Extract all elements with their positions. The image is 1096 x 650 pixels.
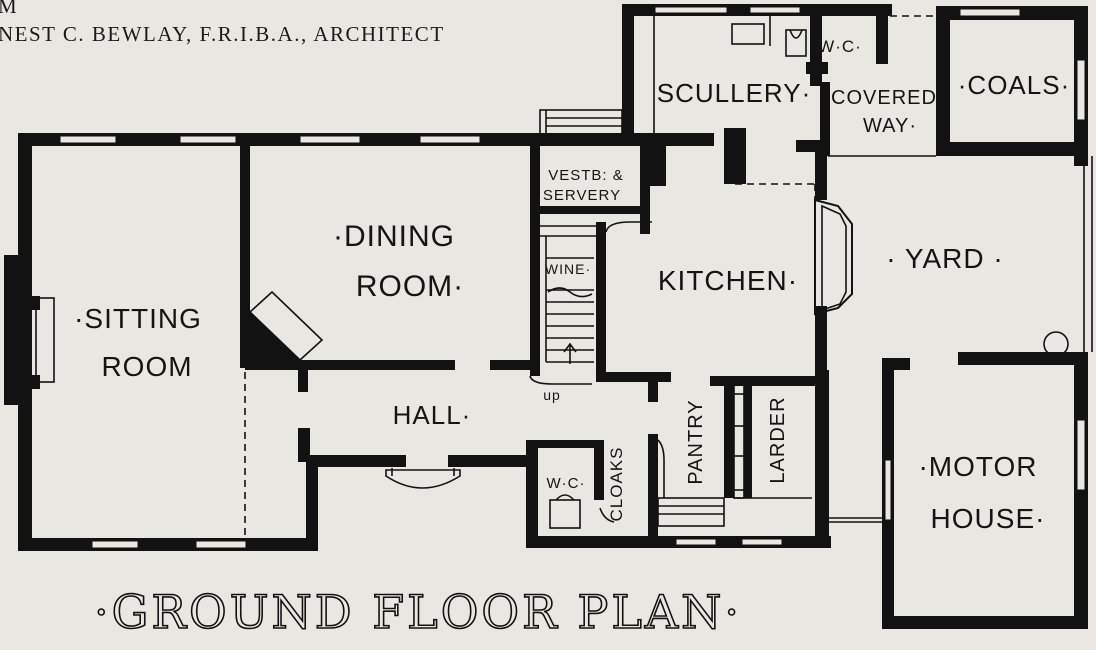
windows: [59, 6, 1086, 549]
kitchen-label: KITCHEN·: [658, 265, 798, 296]
dining-room-label-2: ROOM·: [356, 270, 464, 303]
sitting-room-label-1: ·SITTING: [74, 303, 202, 334]
covered-way-label-2: WAY·: [863, 115, 917, 137]
coals-label: ·COALS·: [958, 70, 1070, 100]
hall-label: HALL·: [393, 400, 472, 430]
motor-house-label-1: ·MOTOR: [918, 451, 1037, 482]
architect-credit: NEST C. BEWLAY, F.R.I.B.A., ARCHITECT: [0, 22, 445, 46]
stair-up-label: up: [543, 387, 561, 403]
staircase: [529, 225, 596, 385]
wine-label: WINE·: [545, 261, 591, 277]
vestibule-label-1: VESTB: &: [548, 167, 624, 184]
corner-mark: M: [0, 0, 19, 18]
pantry-label: PANTRY: [685, 399, 707, 484]
interior-walls: [240, 82, 830, 538]
scullery-label: SCULLERY·: [657, 78, 811, 108]
fixtures-and-thin-lines: [35, 15, 1093, 538]
plan-title: ·GROUND FLOOR PLAN·: [94, 585, 742, 639]
larder-label: LARDER: [767, 396, 789, 483]
cloaks-label: CLOAKS: [607, 447, 626, 522]
upper-wc-label: W·C·: [818, 37, 862, 56]
dining-room-label-1: ·DINING: [333, 220, 455, 253]
motor-house-label-2: HOUSE·: [931, 503, 1046, 534]
sitting-room-label-2: ROOM: [101, 351, 192, 382]
covered-way-label-1: COVERED: [831, 87, 937, 109]
lower-wc-label: W·C·: [547, 475, 586, 492]
room-labels: ·SITTING ROOM ·DINING ROOM· HALL· KITCHE…: [74, 37, 1070, 534]
yard-label: · YARD ·: [886, 243, 1003, 274]
vestibule-label-2: SERVERY: [543, 187, 621, 204]
